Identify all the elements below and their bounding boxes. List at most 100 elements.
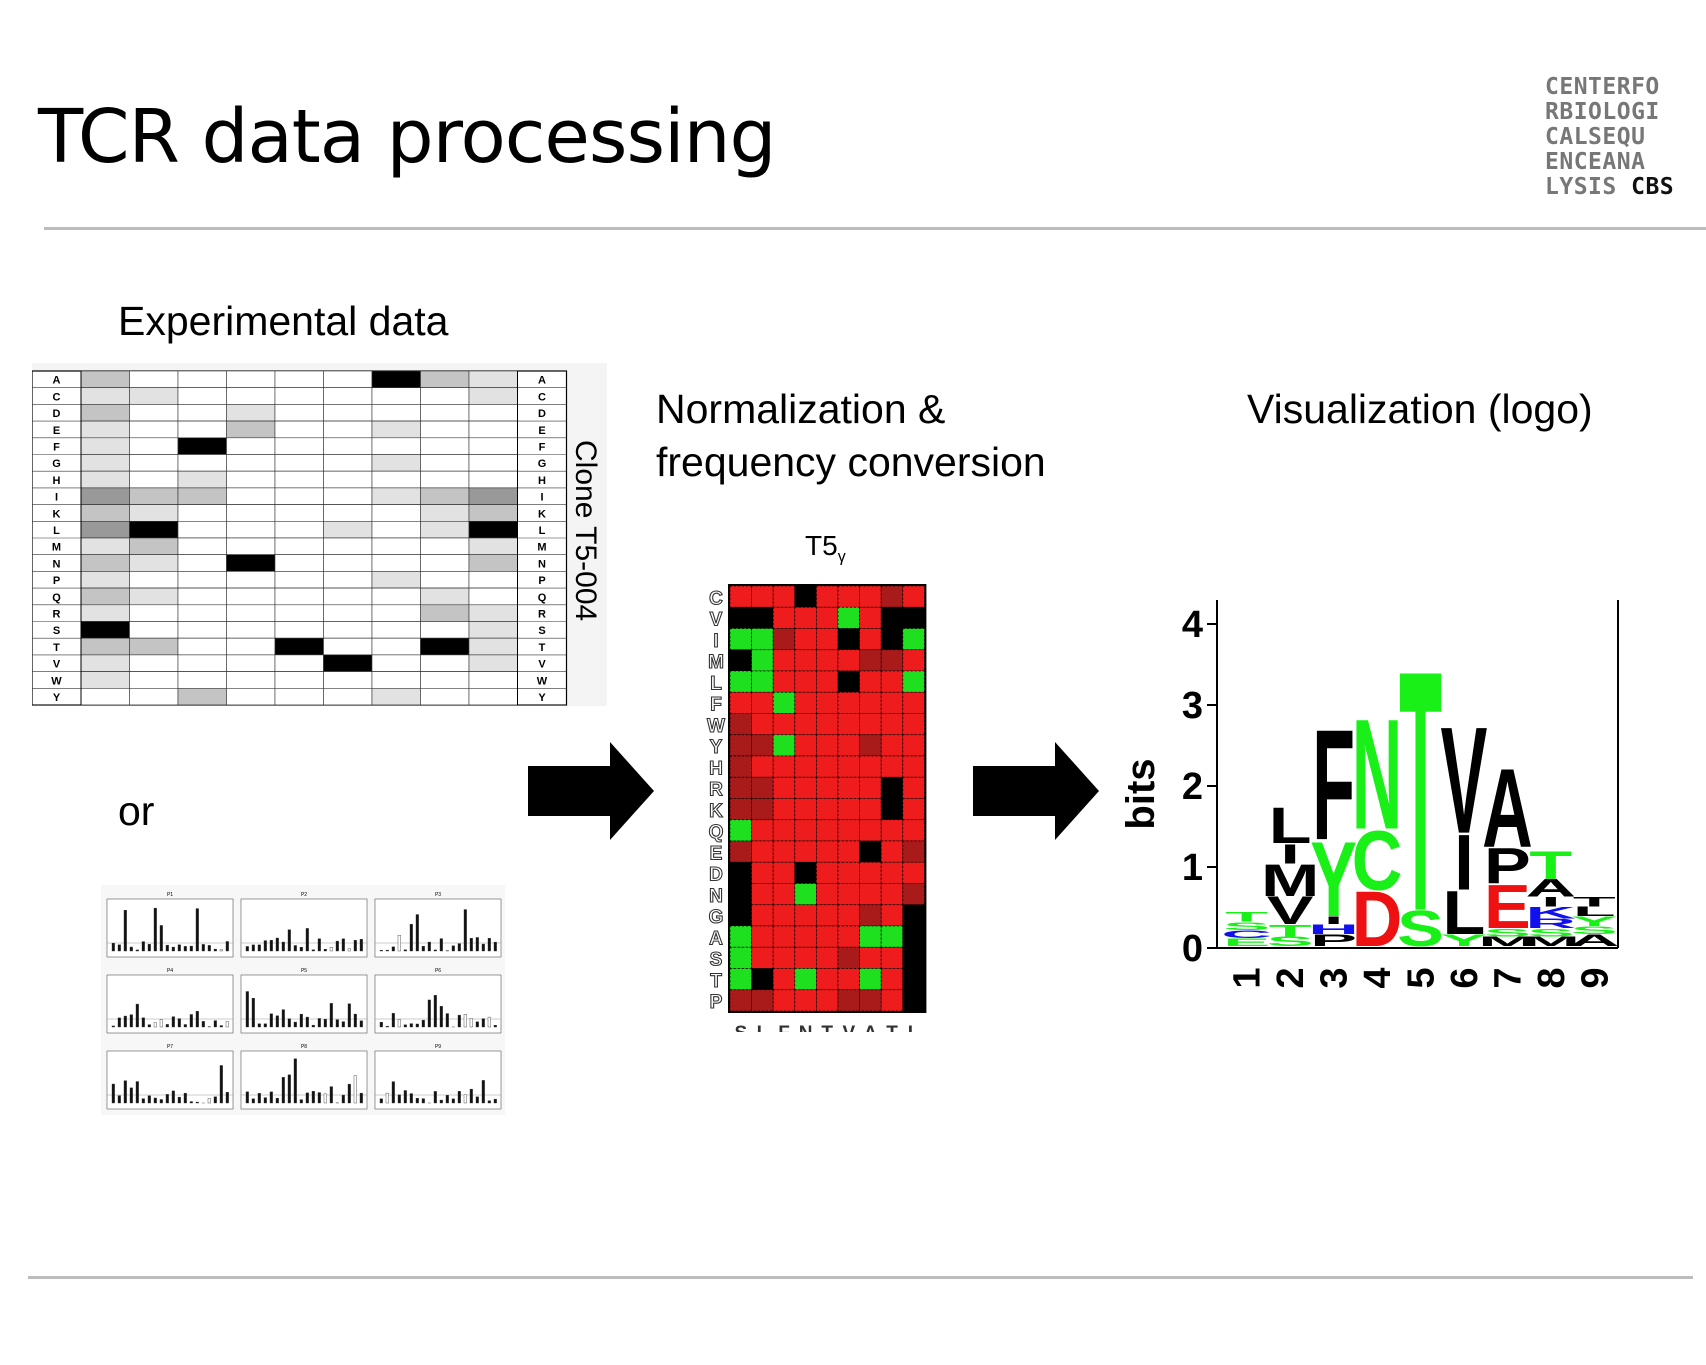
grid-row-label: M bbox=[537, 542, 546, 554]
panel-bar bbox=[219, 949, 223, 952]
grid-cell bbox=[129, 637, 179, 656]
heatmap-cell bbox=[751, 606, 774, 629]
grid-cell bbox=[80, 587, 130, 606]
panel-bar bbox=[251, 944, 255, 952]
heatmap-cell bbox=[751, 946, 774, 969]
heatmap-cell bbox=[816, 904, 839, 927]
grid-cell bbox=[80, 604, 130, 622]
heatmap-cell bbox=[859, 925, 882, 948]
grid-cell bbox=[226, 404, 276, 422]
heatmap-cell bbox=[902, 798, 925, 821]
heatmap-cell bbox=[837, 925, 861, 948]
logo-letter: Y bbox=[1441, 931, 1488, 950]
heatmap-cell bbox=[794, 946, 817, 969]
grid-cell bbox=[371, 420, 421, 439]
grid-cell bbox=[323, 554, 373, 572]
panel-bar bbox=[213, 1096, 217, 1104]
heatmap-cell bbox=[902, 628, 925, 651]
clone-label: Clone T5-004 bbox=[569, 440, 602, 622]
panel-bar bbox=[481, 1018, 485, 1028]
panel-bar bbox=[171, 1016, 175, 1028]
grid-cell bbox=[129, 420, 179, 439]
logo-letter: V bbox=[1267, 889, 1314, 933]
grid-cell bbox=[274, 537, 324, 556]
panel-bar bbox=[269, 940, 273, 952]
panel-bar bbox=[359, 1092, 363, 1104]
panel-bar bbox=[213, 1020, 217, 1028]
panel-bar bbox=[409, 1093, 413, 1104]
grid-cell bbox=[129, 571, 179, 589]
grid-row-label: N bbox=[53, 558, 61, 570]
heatmap-cell bbox=[729, 734, 753, 757]
heatmap-cell bbox=[859, 776, 882, 799]
heatmap-cell bbox=[859, 755, 882, 778]
panel-bar bbox=[421, 1098, 425, 1104]
heatmap-cell bbox=[902, 840, 925, 863]
panel-bar bbox=[171, 946, 175, 952]
panel-frame bbox=[374, 1050, 502, 1110]
grid-cell bbox=[468, 604, 518, 622]
heatmap-cell bbox=[772, 585, 796, 608]
heatmap-cell bbox=[816, 755, 839, 778]
panel-bar bbox=[403, 949, 407, 952]
panel-bar bbox=[299, 1013, 303, 1028]
panel-bar bbox=[111, 1083, 115, 1104]
panel-bar bbox=[451, 1098, 455, 1104]
grid-cell bbox=[177, 404, 227, 422]
logo-letter: I bbox=[1280, 839, 1299, 870]
panel-bar bbox=[463, 1014, 467, 1028]
grid-cell bbox=[420, 387, 470, 405]
logo-letter: C bbox=[1352, 814, 1403, 908]
panel-frame bbox=[240, 1050, 368, 1110]
panel-bar bbox=[135, 949, 139, 952]
heatmap-row-label: L bbox=[710, 673, 722, 694]
grid-cell bbox=[177, 554, 227, 572]
heatmap-row-label: R bbox=[709, 780, 723, 801]
heatmap-cell bbox=[729, 755, 753, 778]
panel-bar bbox=[225, 941, 229, 952]
grid-cell bbox=[226, 587, 276, 606]
grid-row-label: Y bbox=[538, 692, 546, 704]
grid-cell bbox=[420, 454, 470, 472]
heatmap-col-label: T bbox=[886, 1023, 898, 1032]
heatmap-cell bbox=[880, 649, 904, 672]
heatmap-cell bbox=[729, 691, 753, 714]
panel-bar bbox=[391, 946, 395, 952]
heatmap-col-label: A bbox=[864, 1023, 878, 1032]
heatmap-cell bbox=[729, 968, 753, 991]
panel-bar bbox=[475, 1021, 479, 1028]
panel-bar bbox=[481, 943, 485, 952]
experimental-data-label: Experimental data bbox=[118, 298, 449, 344]
grid-cell bbox=[371, 454, 421, 472]
grid-cell bbox=[80, 470, 130, 489]
heatmap-cell bbox=[751, 585, 774, 608]
grid-cell bbox=[177, 654, 227, 672]
grid-cell bbox=[80, 554, 130, 572]
panel-bar bbox=[251, 1098, 255, 1104]
grid-cell bbox=[468, 437, 518, 455]
heatmap-cell bbox=[794, 628, 817, 651]
grid-cell bbox=[177, 587, 227, 606]
grid-row-label: Q bbox=[538, 592, 547, 604]
heatmap-cell bbox=[902, 649, 925, 672]
grid-cell bbox=[323, 604, 373, 622]
grid-row-label: N bbox=[538, 558, 546, 570]
heatmap-cell bbox=[751, 713, 774, 736]
grid-cell bbox=[129, 387, 179, 405]
grid-cell bbox=[226, 654, 276, 672]
panel-bar bbox=[293, 1021, 297, 1028]
grid-row-label: F bbox=[53, 442, 60, 454]
heatmap-cell bbox=[837, 691, 861, 714]
heatmap-cell bbox=[772, 798, 796, 821]
panel-bar bbox=[281, 941, 285, 952]
heatmap-cell bbox=[816, 819, 839, 842]
heatmap-title-sub: γ bbox=[837, 548, 846, 566]
grid-cell bbox=[80, 370, 130, 389]
panel-bar bbox=[415, 914, 419, 952]
logo-letter: T bbox=[1225, 909, 1268, 924]
heatmap-cell bbox=[772, 606, 796, 629]
logo-letter: H bbox=[1308, 922, 1359, 937]
heatmap-cell bbox=[837, 755, 861, 778]
heatmap-row-label: H bbox=[709, 758, 723, 779]
grid-cell bbox=[177, 671, 227, 689]
